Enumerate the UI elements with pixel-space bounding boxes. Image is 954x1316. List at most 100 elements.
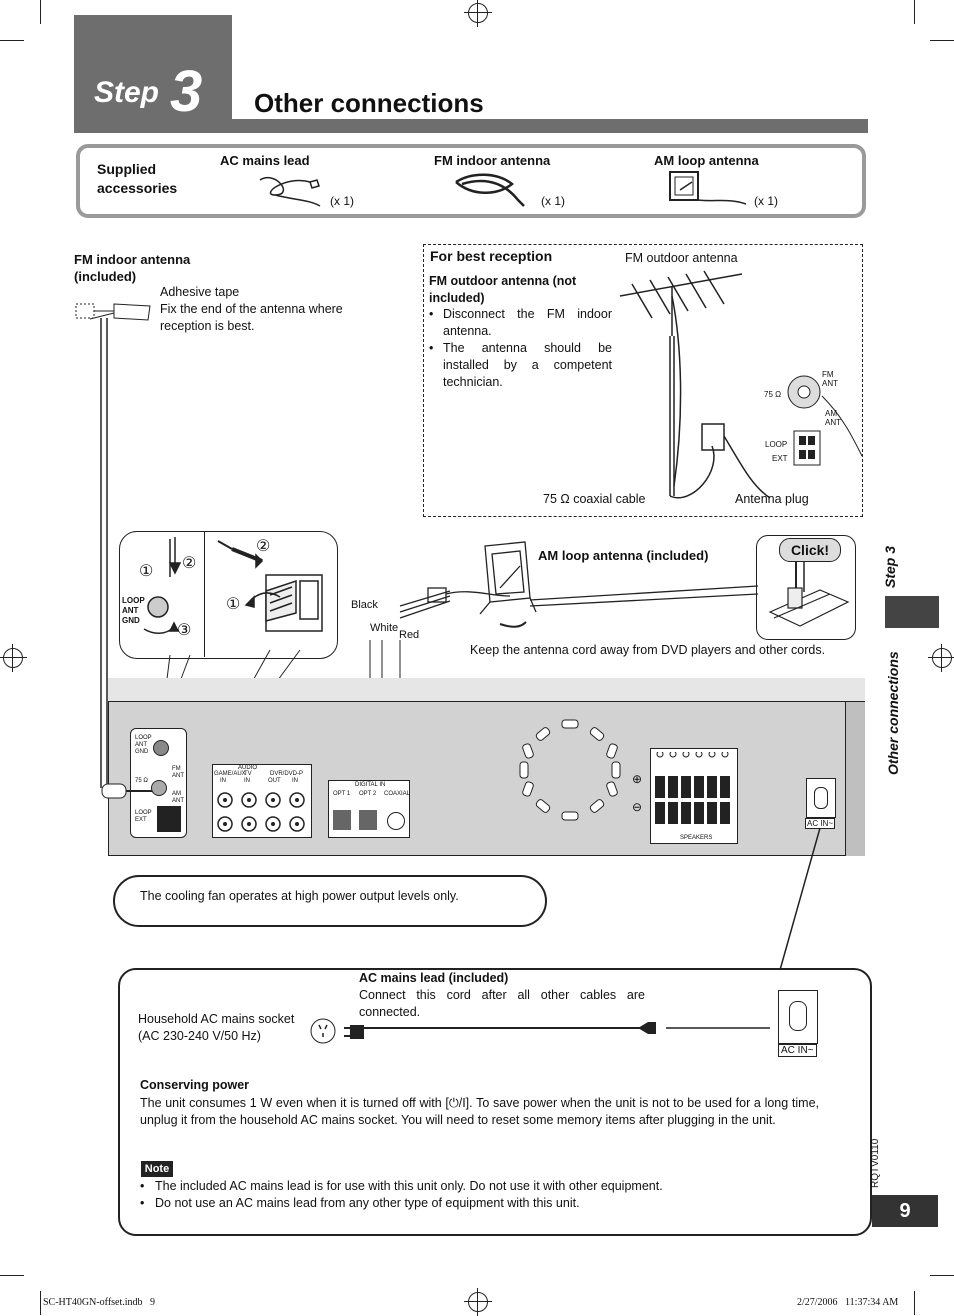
audio-label: AUDIO: [238, 765, 258, 771]
jack-fm-label: FM ANT: [822, 370, 838, 388]
best-reception-panel: [423, 244, 863, 517]
fm-antenna-plug-icon: [101, 783, 152, 799]
wire-red-label: Red: [399, 629, 420, 641]
opt2-label: OPT 2: [359, 791, 377, 797]
bullet-item: •The antenna should be installed by a co…: [429, 341, 612, 389]
page-title: Other connections: [254, 88, 484, 118]
step-1-marker-right: ①: [226, 596, 241, 613]
footer-file: SC-HT40GN-offset.indb 9: [43, 1297, 156, 1308]
fm-ant-label: FM ANT: [172, 766, 184, 779]
connection-steps-callout: [119, 531, 338, 659]
note-item: •Do not use an AC mains lead from any ot…: [140, 1196, 580, 1210]
crop-mark: [914, 1291, 915, 1315]
note-item: •The included AC mains lead is for use w…: [140, 1179, 663, 1193]
knob-label-line2: ANT: [122, 606, 139, 615]
accessories-heading: Supplied accessories: [97, 161, 178, 196]
accessory-qty-am-antenna: (x 1): [754, 194, 778, 208]
am-clip-terminal-icon: [155, 804, 183, 834]
knob-label: LOOP ANT GND: [122, 596, 145, 626]
outdoor-antenna-illustration: [619, 270, 862, 499]
optical-1-port-icon: [333, 810, 351, 830]
out-label: OUT: [268, 778, 281, 784]
registration-mark-icon: [464, 0, 492, 27]
tv-label: TV: [244, 771, 252, 777]
ac-lead-text: Connect this cord after all other cables…: [359, 988, 645, 1019]
registration-mark-icon: [464, 1288, 492, 1316]
ac-inlet-detail-icon: [778, 990, 818, 1044]
plug-end-icon: [638, 1022, 656, 1034]
crop-mark: [930, 1275, 954, 1276]
coaxial-label: COAXIAL: [384, 791, 411, 797]
registration-mark-icon: [928, 644, 954, 672]
cooling-fan-callout: [113, 875, 547, 927]
minus-symbol: ⊖: [632, 800, 643, 814]
coaxial-port-icon: [387, 812, 405, 830]
ac-inlet-socket: [814, 787, 828, 809]
dvr-label: DVR/DVD-P: [270, 771, 304, 777]
jack-am-label: AM ANT: [825, 409, 841, 427]
accessory-label-fm-antenna: FM indoor antenna: [434, 153, 551, 168]
ohm-label: 75 Ω: [135, 778, 148, 784]
fm-indoor-heading: FM indoor antenna (included): [74, 251, 190, 285]
note-text: Do not use an AC mains lead from any oth…: [155, 1196, 580, 1210]
wire-black-label: Black: [351, 599, 378, 611]
coax-cable-label: 75 Ω coaxial cable: [543, 492, 646, 506]
connection-steps-illustration: [143, 537, 323, 634]
adhesive-tape-icon: [75, 303, 151, 321]
side-step-label: Step 3: [882, 545, 898, 588]
game-aux-label: GAME/AUX: [214, 771, 246, 777]
ac-inlet-icon: [806, 778, 836, 818]
opt1-label: OPT 1: [333, 791, 351, 797]
socket-line1: Household AC mains socket: [138, 1012, 295, 1026]
antenna-cord-note: Keep the antenna cord away from DVD play…: [470, 643, 826, 657]
conserving-power-text: The unit consumes 1 W even when it is tu…: [140, 1096, 819, 1127]
click-badge: Click!: [779, 538, 841, 562]
step-badge: [74, 15, 232, 133]
knob-step-panel: [120, 531, 205, 657]
best-reception-heading: For best reception: [430, 248, 553, 264]
step-1-marker: ①: [139, 563, 154, 580]
cooling-fan-vent-icon: [519, 719, 621, 821]
ac-mains-lead-icon: [259, 177, 321, 207]
optical-2-port-icon: [359, 810, 377, 830]
note-text: The included AC mains lead is for use wi…: [155, 1179, 663, 1193]
ac-lead-callout-lines: [360, 827, 821, 1029]
fm-indoor-heading-line1: FM indoor antenna: [74, 252, 191, 267]
fm-jack-icon: [151, 780, 167, 796]
socket-line2: (AC 230-240 V/50 Hz): [138, 1029, 261, 1043]
jack-loop-label: LOOP: [765, 440, 788, 449]
rear-panel-side: [845, 702, 865, 856]
bullet-item: •Disconnect the FM indoor antenna.: [429, 307, 612, 338]
note-badge: Note: [141, 1161, 173, 1177]
bullet-text: Disconnect the FM indoor antenna.: [443, 307, 612, 338]
in-label: IN: [220, 778, 226, 784]
tape-line3: reception is best.: [160, 319, 255, 333]
fm-outdoor-heading-line2: included): [429, 291, 485, 305]
jack-75-label: 75 Ω: [764, 390, 782, 399]
accessory-label-ac-lead: AC mains lead: [220, 153, 310, 168]
best-reception-bullets: •Disconnect the FM indoor antenna. •The …: [429, 306, 612, 391]
plus-symbol: ⊕: [632, 772, 643, 786]
crop-mark: [930, 40, 954, 41]
gnd-screw-icon: [153, 740, 169, 756]
am-ant-label: AM ANT: [172, 791, 184, 804]
crop-mark: [0, 1275, 24, 1276]
am-loop-antenna-icon: [669, 171, 747, 205]
bullet-text: The antenna should be installed by a com…: [443, 341, 612, 389]
cooling-fan-text: The cooling fan operates at high power o…: [140, 889, 459, 903]
note-list: •The included AC mains lead is for use w…: [140, 1178, 830, 1212]
wall-socket-icon: [310, 1018, 364, 1044]
fm-outdoor-antenna-label: FM outdoor antenna: [625, 251, 738, 265]
side-tab-marker: [885, 596, 939, 628]
title-underline-bar: [232, 119, 868, 133]
fm-outdoor-heading-line1: FM outdoor antenna (not: [429, 274, 577, 288]
accessory-qty-ac-lead: (x 1): [330, 194, 354, 208]
household-socket-label: Household AC mains socket (AC 230-240 V/…: [138, 1011, 294, 1045]
digital-in-label: DIGITAL IN: [355, 782, 386, 788]
conserving-power-heading: Conserving power: [140, 1078, 250, 1092]
crop-mark: [40, 0, 41, 24]
in-label: IN: [244, 778, 250, 784]
knob-label-line3: GND: [122, 616, 140, 625]
accessories-panel: [76, 144, 866, 218]
jack-ext-label: EXT: [772, 454, 788, 463]
